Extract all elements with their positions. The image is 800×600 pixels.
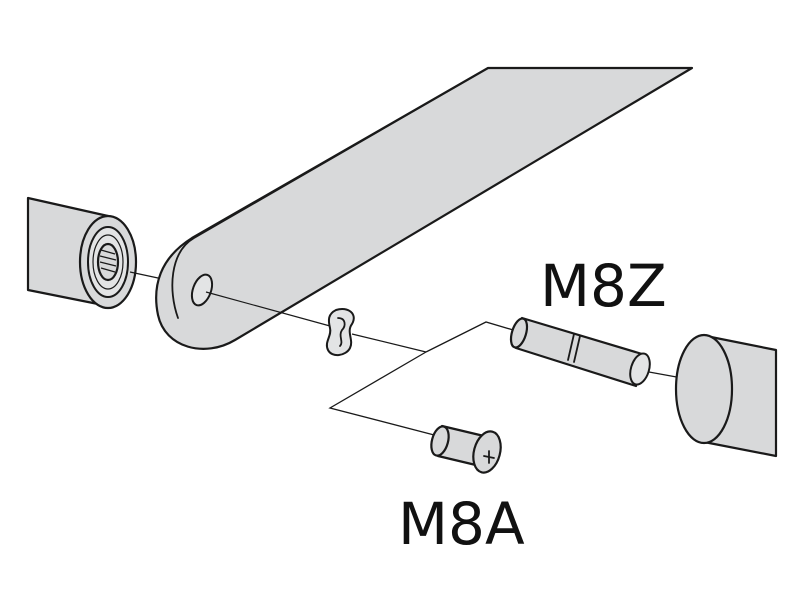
flat-bar <box>155 66 694 350</box>
axis-line-washer-leader <box>351 333 427 353</box>
pin-right-end <box>629 352 651 386</box>
cap-screw-tip <box>430 425 450 457</box>
left-tube-insert-inner <box>92 234 124 290</box>
leader-to-cap-screw <box>328 351 439 437</box>
right-tube <box>674 333 778 458</box>
pin-m8z <box>509 316 651 388</box>
pin-left-end <box>509 317 529 349</box>
left-tube <box>26 196 138 310</box>
clip-inner <box>337 317 346 347</box>
right-tube-end <box>674 333 734 445</box>
label-m8a: M8A <box>398 490 525 558</box>
cap-screw-head <box>472 430 502 474</box>
leader-to-pin <box>425 321 521 353</box>
flat-bar-body <box>155 66 694 350</box>
pin-groove <box>567 333 581 363</box>
cap-screw-m8a <box>430 424 502 474</box>
flat-bar-top-edge <box>171 67 489 319</box>
spring-clip <box>325 308 355 356</box>
thread-marks <box>99 249 117 273</box>
axis-line-bar-washer <box>205 291 331 327</box>
phillips-recess-icon <box>483 450 495 464</box>
label-m8z: M8Z <box>540 252 667 320</box>
pin-body <box>514 316 644 388</box>
axis-line-tube-bar <box>129 271 159 279</box>
